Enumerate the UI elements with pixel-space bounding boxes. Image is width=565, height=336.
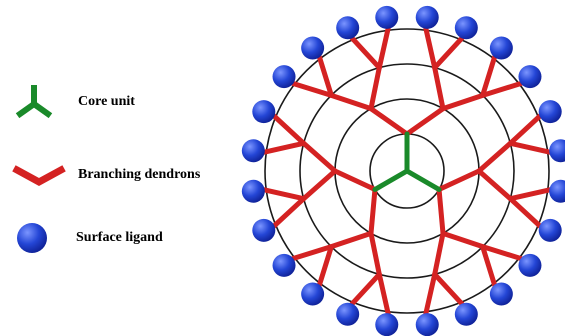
dendron-g3	[264, 190, 303, 199]
surface-ligand	[252, 219, 275, 242]
dendron-g3	[379, 28, 388, 67]
surface-ligand	[455, 16, 478, 39]
surface-ligand	[301, 282, 324, 305]
dendron-g2	[435, 233, 443, 274]
dendron-g2	[331, 95, 371, 108]
dendron-g3	[510, 199, 540, 226]
surface-ligand	[301, 37, 324, 60]
dendron-g2	[371, 68, 379, 109]
surface-ligand	[416, 313, 439, 336]
surface-ligand	[252, 100, 275, 123]
dendron-g3	[379, 274, 388, 313]
dendron-g2	[443, 95, 483, 108]
surface-ligand	[518, 65, 541, 88]
surface-ligand	[455, 303, 478, 326]
dendron-g1	[439, 171, 479, 190]
dendron-g3	[435, 274, 462, 304]
core-arm	[407, 171, 439, 190]
dendron-g1	[371, 190, 375, 234]
surface-ligand	[273, 254, 296, 277]
surface-ligand	[416, 6, 439, 29]
dendron-g2	[443, 233, 483, 246]
dendron-g3	[274, 199, 304, 226]
dendron-g2	[479, 171, 510, 199]
surface-ligand	[273, 65, 296, 88]
dendron-g3	[352, 38, 379, 68]
surface-ligand	[336, 303, 359, 326]
dendron-g1	[407, 109, 443, 134]
surface-ligand	[539, 100, 562, 123]
dendron-g3	[264, 143, 303, 152]
dendron-g2	[479, 143, 510, 171]
surface-ligand	[375, 6, 398, 29]
dendron-g3	[435, 38, 462, 68]
dendron-g3	[426, 274, 435, 313]
dendron-g2	[331, 233, 371, 246]
surface-ligand	[490, 282, 513, 305]
dendron-g3	[510, 143, 549, 152]
surface-ligand	[490, 37, 513, 60]
dendron-g3	[510, 116, 540, 143]
dendron-g2	[304, 143, 335, 171]
core-arm	[375, 171, 407, 190]
dendron-g3	[510, 190, 549, 199]
dendron-g1	[371, 109, 407, 134]
dendron-g3	[352, 274, 379, 304]
surface-ligand	[242, 139, 265, 162]
surface-ligand	[549, 180, 565, 203]
surface-ligand	[375, 313, 398, 336]
dendron-g2	[371, 233, 379, 274]
surface-ligand	[549, 139, 565, 162]
dendron-g2	[435, 68, 443, 109]
surface-ligand	[518, 254, 541, 277]
dendron-g1	[439, 190, 443, 234]
surface-ligand	[336, 16, 359, 39]
dendron-g3	[274, 116, 304, 143]
surface-ligand	[539, 219, 562, 242]
dendron-g3	[426, 28, 435, 67]
dendron-g2	[304, 171, 335, 199]
surface-ligand	[242, 180, 265, 203]
dendron-g1	[335, 171, 375, 190]
